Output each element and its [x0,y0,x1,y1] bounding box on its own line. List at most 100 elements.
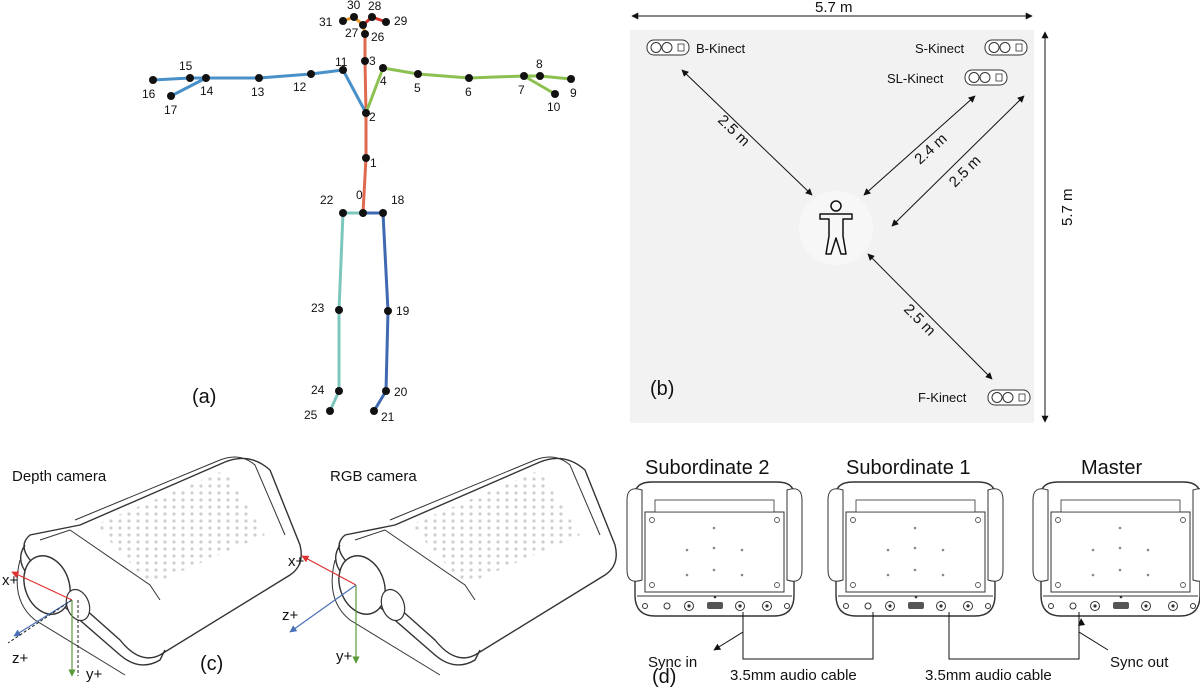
joint-5 [414,70,422,78]
sync-out-label: Sync out [1110,654,1169,671]
joint-label-19: 19 [396,304,410,318]
person-icon [799,191,873,265]
joint-label-23: 23 [311,301,325,315]
bone-18-19 [381,211,390,313]
joint-label-30: 30 [347,0,361,12]
joint-23 [335,306,343,314]
joint-18 [379,209,387,217]
depth-z-axis-tilted [7,599,73,644]
joint-20 [382,387,390,395]
joint-2 [362,109,370,117]
room-width-label: 5.7 m [815,0,853,16]
joint-label-22: 22 [320,193,334,207]
joint-label-25: 25 [304,408,318,422]
b-kinect-icon [646,39,690,56]
joint-label-17: 17 [164,103,178,117]
joint-label-26: 26 [371,30,385,44]
audio-cable-1 [742,612,874,660]
sync-in-label: Sync in [648,654,697,671]
bone-8-9 [538,74,573,81]
rgb-x-axis [301,555,357,586]
joint-label-18: 18 [391,193,405,207]
sync-in-pointer [713,612,744,651]
depth-y-label: y+ [86,666,103,683]
joint-11 [339,66,347,74]
master-title: Master [1081,457,1142,479]
joint-6 [465,74,473,82]
rgb-z-axis [289,584,357,633]
depth-camera-title: Depth camera [12,468,107,485]
kinect-devices-back [626,481,1200,617]
bone-14-17 [169,76,208,98]
s-kinect-icon [984,39,1028,56]
joint-26 [361,30,369,38]
subordinate-1-title: Subordinate 1 [846,457,971,479]
joint-label-9: 9 [570,86,577,100]
bone-12-13 [257,72,313,80]
audio-cable-label-2: 3.5mm audio cable [925,667,1052,684]
joint-25 [326,407,334,415]
joint-label-11: 11 [335,55,348,69]
master-device [1032,481,1200,617]
bone-2-3 [363,59,368,115]
bone-4-5 [381,66,420,76]
joint-label-4: 4 [380,74,387,88]
joint-17 [167,92,175,100]
joint-label-0: 0 [356,188,363,202]
panel-b-label: (b) [650,378,674,400]
rgb-y-label: y+ [336,648,353,665]
audio-cable-2 [948,612,1080,660]
joint-label-12: 12 [293,80,307,94]
panel-a-label: (a) [192,386,216,408]
depth-z-label: z+ [12,650,29,667]
joint-21 [370,407,378,415]
joint-27 [359,21,367,29]
audio-cable-label-1: 3.5mm audio cable [730,667,857,684]
f-kinect-distance-arrow [867,253,993,380]
joint-label-21: 21 [381,410,395,424]
sl-kinect-icon [964,69,1008,86]
joint-9 [567,75,575,83]
joint-1 [362,154,370,162]
rgb-camera-title: RGB camera [330,468,417,485]
panel-c-label: (c) [200,653,223,675]
panel-d-label: (d) [652,666,676,688]
joint-label-29: 29 [394,14,408,28]
s-kinect-distance-arrow [891,95,1025,227]
joint-label-3: 3 [369,54,376,68]
joint-29 [382,18,390,26]
bone-2-11 [341,68,368,115]
joint-22 [339,209,347,217]
bone-6-7 [467,74,526,80]
bone-2-4 [364,66,385,115]
joint-31 [339,17,347,25]
depth-x-label: x+ [2,572,19,589]
joint-8 [536,72,544,80]
joint-12 [307,70,315,78]
joint-7 [520,72,528,80]
joint-label-8: 8 [536,57,543,71]
joint-15 [186,74,194,82]
joint-label-31: 31 [319,15,333,29]
b-kinect-label: B-Kinect [696,41,746,56]
room-layout: 5.7 m 5.7 m B-Kinect S-Kinect SL-Kinect [630,0,1076,423]
bone-7-10 [522,74,557,96]
joint-0 [359,209,367,217]
f-kinect-label: F-Kinect [918,390,967,405]
joint-4 [379,64,387,72]
joint-label-10: 10 [547,100,561,114]
joint-label-14: 14 [200,84,214,98]
rgb-z-label: z+ [282,607,299,624]
f-kinect-icon [987,389,1031,406]
sync-out-pointer [1078,612,1109,651]
joint-label-27: 27 [345,26,359,40]
depth-camera-device [16,456,302,676]
subordinate-1-device [827,481,1004,617]
joint-3 [361,57,369,65]
s-kinect-label: S-Kinect [915,41,965,56]
joint-label-24: 24 [311,383,325,397]
joint-13 [255,74,263,82]
joint-24 [335,387,343,395]
